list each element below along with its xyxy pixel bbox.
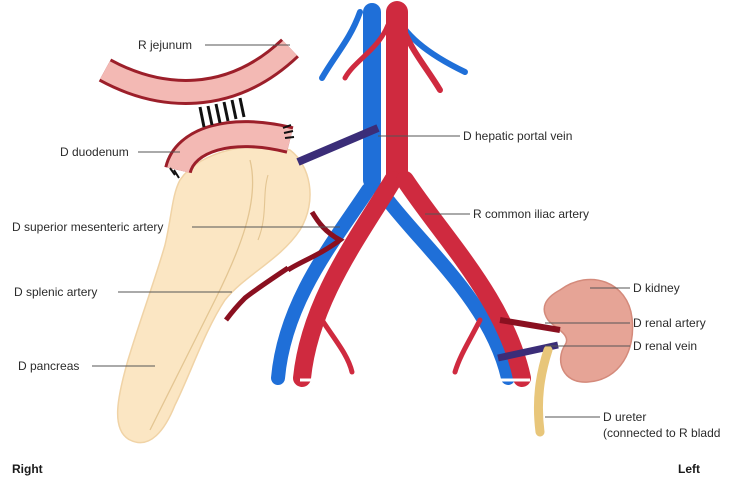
label-d-renal-artery: D renal artery bbox=[633, 316, 706, 330]
side-label-left: Left bbox=[678, 462, 700, 476]
side-label-right: Right bbox=[12, 462, 43, 476]
label-d-hepatic-portal-vein: D hepatic portal vein bbox=[463, 129, 572, 143]
label-d-duodenum: D duodenum bbox=[60, 145, 129, 159]
label-d-ureter: D ureter bbox=[603, 410, 646, 424]
ureter-vessel bbox=[538, 350, 548, 432]
pancreas-shape bbox=[118, 146, 310, 442]
label-d-kidney: D kidney bbox=[633, 281, 680, 295]
label-d-pancreas: D pancreas bbox=[18, 359, 79, 373]
label-d-renal-vein: D renal vein bbox=[633, 339, 697, 353]
label-d-ureter-note: (connected to R bladd bbox=[603, 426, 720, 440]
label-r-common-iliac-artery: R common iliac artery bbox=[473, 207, 589, 221]
label-d-superior-mesenteric-artery: D superior mesenteric artery bbox=[12, 220, 163, 234]
label-r-jejunum: R jejunum bbox=[138, 38, 192, 52]
label-d-splenic-artery: D splenic artery bbox=[14, 285, 97, 299]
